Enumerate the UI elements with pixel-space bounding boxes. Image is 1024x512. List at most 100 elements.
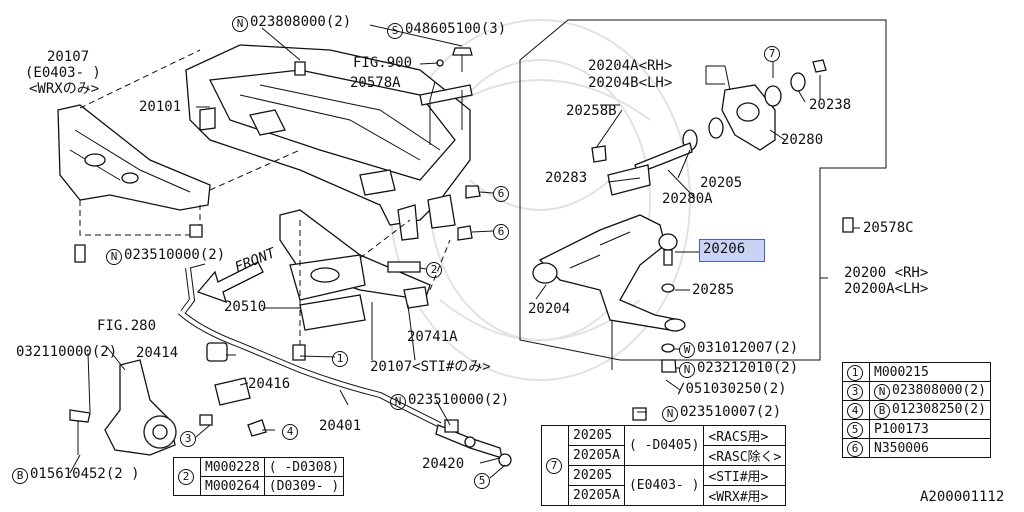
crossmember-20101 <box>185 44 471 241</box>
circle-1-icon: 1 <box>332 351 348 367</box>
table-cell: <RASC除く> <box>703 445 787 466</box>
table-cell: M000215 <box>869 362 991 382</box>
label-fig900: FIG.900 <box>353 55 413 71</box>
circle-b-icon: B <box>12 468 28 484</box>
label-20107-wrx-range: (E0403- ) <box>25 65 101 81</box>
table-row: 20205A <WRX#用> <box>542 485 787 506</box>
circle-4-icon: 4 <box>282 424 298 440</box>
table-cell: (E0403- ) <box>623 465 705 506</box>
circle-4-icon: 4 <box>847 402 863 419</box>
table-cell: N350006 <box>869 438 991 458</box>
label-20510: 20510 <box>224 299 267 315</box>
label-callout-5: 5 <box>474 472 492 489</box>
label-20200a: 20200A<LH> <box>844 281 929 297</box>
label-20401: 20401 <box>319 418 362 434</box>
label-callout-3: 3 <box>180 430 198 447</box>
circle-n-icon: N <box>662 406 678 422</box>
front-arrow <box>196 261 264 304</box>
label-callout-6a: 6 <box>493 185 511 202</box>
control-arm-20200 <box>532 214 686 370</box>
label-callout-2: 2 <box>426 261 444 278</box>
label-20280a: 20280A <box>662 191 713 207</box>
label-20107-wrx: 20107 <box>47 49 90 65</box>
table-num-cell: 4 <box>842 400 870 420</box>
hardware-top <box>74 47 481 437</box>
label-20285: 20285 <box>692 282 735 298</box>
label-20204a: 20204A<RH> <box>588 58 673 74</box>
label-20204: 20204 <box>528 301 571 317</box>
table-callout-7: 7 20205 ( -D0405) <RACS用> 20205A <RASC除く… <box>541 425 787 506</box>
table-row: M000264 (D0309- ) <box>174 476 345 496</box>
table-row: 2 M000228 ( -D0308) <box>173 457 345 496</box>
brace-20107-wrx <box>57 49 301 236</box>
label-callout-4: 4 <box>282 423 300 440</box>
circle-w-icon: W <box>679 342 695 358</box>
label-fig280: FIG.280 <box>97 318 157 334</box>
label-20200: 20200 <RH> <box>844 265 929 281</box>
table-cell: <STI#用> <box>703 465 787 486</box>
table-cell: ( -D0405) <box>623 425 705 466</box>
table-num-cell: 2 <box>173 457 201 496</box>
leader-lines <box>69 24 860 479</box>
table-num-cell: 1 <box>842 362 870 382</box>
table-cell: P100173 <box>869 419 991 439</box>
circle-2-icon: 2 <box>426 262 442 278</box>
table-cell: <RACS用> <box>703 425 787 446</box>
label-callout-1: 1 <box>332 350 350 367</box>
label-20258b: 20258B <box>566 103 617 119</box>
label-20578a: 20578A <box>350 75 401 91</box>
circle-7-icon: 7 <box>764 46 780 62</box>
label-20107-wrx-note: <WRXのみ> <box>29 81 100 97</box>
highlight-20206 <box>699 239 765 262</box>
label-20101: 20101 <box>139 99 182 115</box>
label-20238: 20238 <box>809 97 852 113</box>
circle-6-icon: 6 <box>493 186 509 202</box>
circle-n-icon: N <box>232 16 248 32</box>
table-cell: 20205 <box>568 465 625 486</box>
table-row: 7 20205 ( -D0405) <RACS用> <box>541 425 787 506</box>
label-20420: 20420 <box>422 456 465 472</box>
ball-joint-20206 <box>632 233 678 421</box>
label-20280: 20280 <box>781 132 824 148</box>
diagram-id: A200001112 <box>920 489 1005 505</box>
table-num-cell: 3 <box>842 381 870 401</box>
circle-6-icon: 6 <box>493 224 509 240</box>
control-arm-group-outline <box>519 19 887 361</box>
table-cell: ( -D0308) <box>263 457 345 477</box>
table-row: 20205 (E0403- ) <STI#用> <box>542 465 787 506</box>
label-20107-sti: 20107<STI#のみ> <box>370 359 491 375</box>
label-callout-6b: 6 <box>493 223 511 240</box>
table-cell: 20205 <box>568 425 625 446</box>
brace-20107-sti <box>279 209 451 345</box>
label-20578c: 20578C <box>863 220 914 236</box>
circle-n-icon: N <box>874 383 890 400</box>
label-051030250: ∕051030250(2) <box>677 381 787 397</box>
circle-b-icon: B <box>874 402 890 419</box>
table-row: 5 P100173 <box>842 419 991 439</box>
label-20741a: 20741A <box>407 329 458 345</box>
circle-2-icon: 2 <box>178 469 194 485</box>
table-cell: <WRX#用> <box>703 485 787 506</box>
table-cell: M000228 <box>200 457 265 477</box>
label-20204b: 20204B<LH> <box>588 75 673 91</box>
table-num-cell: 6 <box>842 438 870 458</box>
table-num-cell: 7 <box>541 425 569 506</box>
circle-5-icon: 5 <box>847 421 863 438</box>
label-032110000: 032110000(2) <box>16 344 118 360</box>
table-row: 6 N350006 <box>842 438 991 458</box>
circle-s-icon: S <box>387 23 403 39</box>
